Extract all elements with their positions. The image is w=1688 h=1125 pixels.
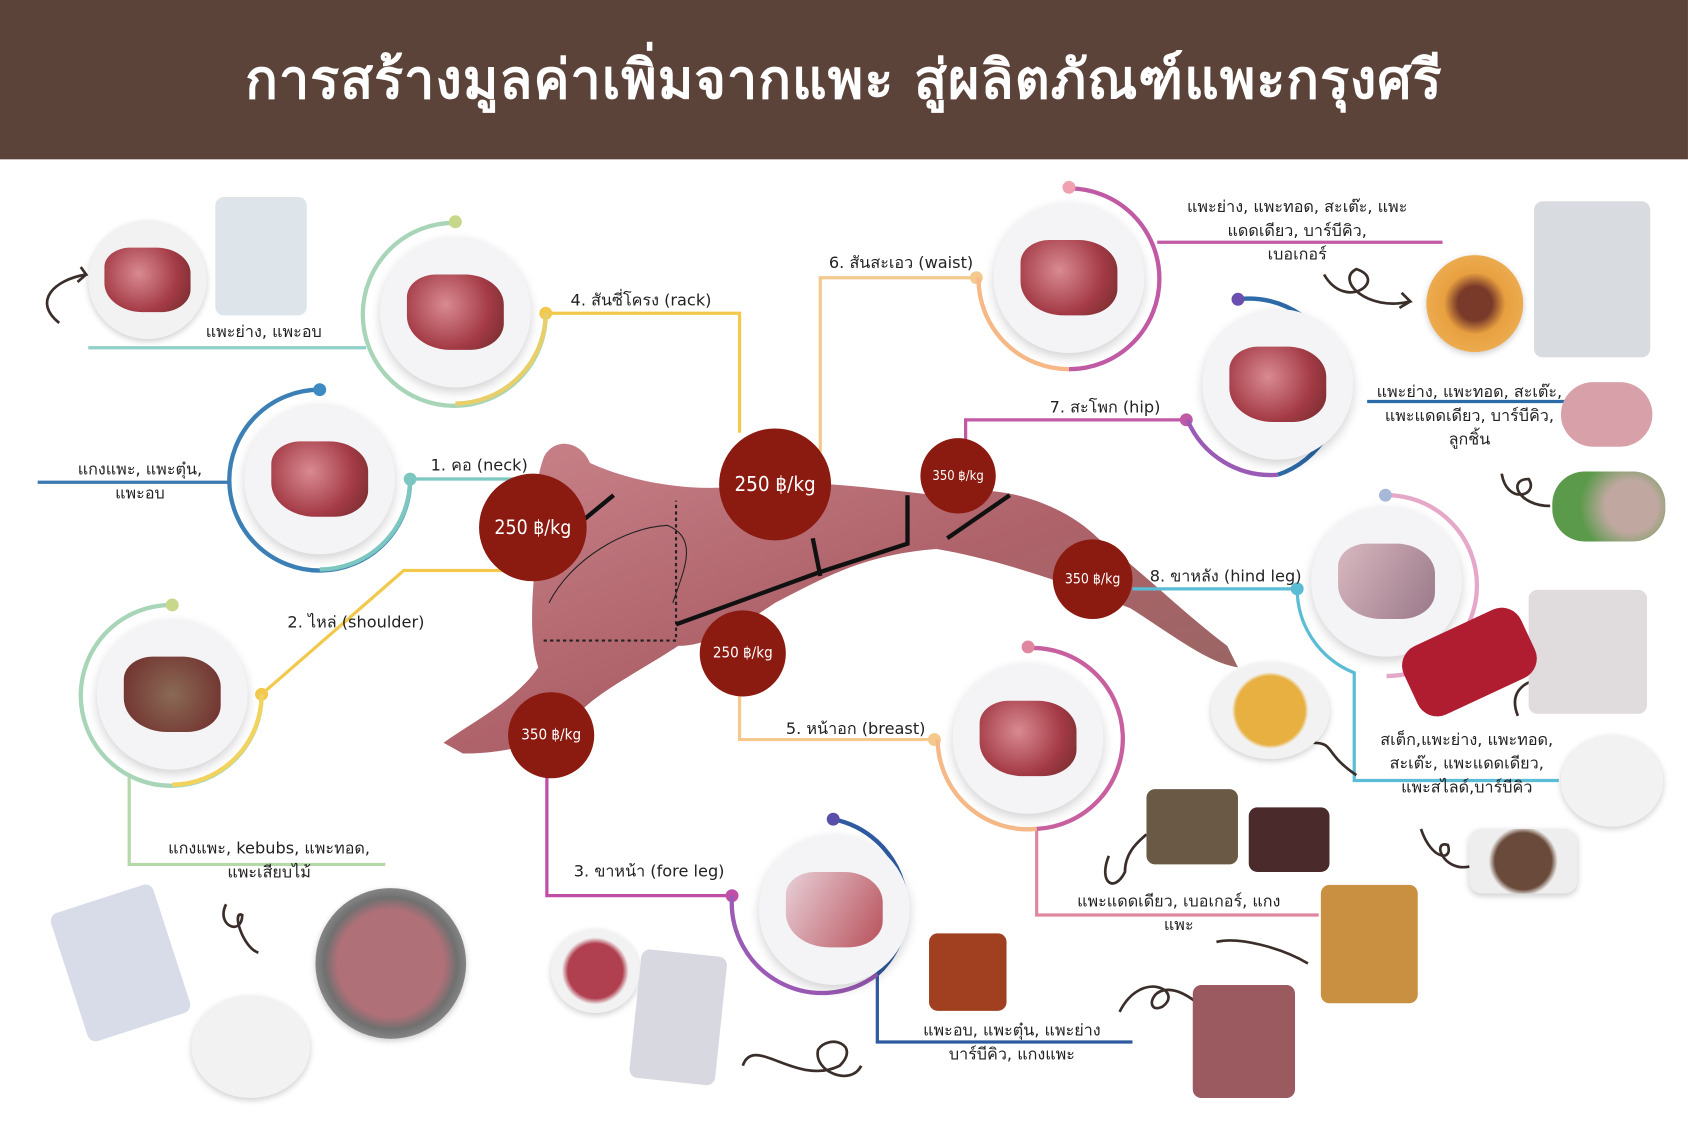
goat-carcass	[443, 443, 1238, 754]
cut-label-neck: 1. คอ (neck)	[430, 455, 528, 475]
meat-rolls-photo	[1560, 382, 1653, 447]
dishes-waist: แพะย่าง, แพะทอด, สะเต๊ะ, แพะแดดเดียว, บา…	[1186, 196, 1408, 264]
curly-arrow-icons	[45, 266, 1551, 1078]
hind-leg-package-photo	[1528, 589, 1648, 714]
rack-dish-photo	[88, 220, 207, 340]
dishes-rack: แพะย่าง, แพะอบ	[205, 321, 322, 342]
kebab-photo	[929, 933, 1007, 1011]
fore-leg-slice-photo	[551, 929, 640, 1013]
breast-cut-photo	[952, 663, 1104, 814]
dishes-shoulder: แกงแพะ, kebubs, แพะทอด,แพะเสียบไม้	[168, 838, 371, 882]
goat-soup-photo	[1469, 828, 1578, 894]
rack-cut-photo	[380, 236, 531, 388]
cut-label-fore-leg: 3. ขาหน้า (fore leg)	[573, 861, 725, 881]
waist-cut-photo	[993, 202, 1145, 354]
shoulder-cut-photo	[96, 618, 248, 770]
skewer-tray-photo	[315, 888, 467, 1039]
cut-label-rack: 4. สันซี่โครง (rack)	[570, 290, 712, 311]
fore-leg-cut-photo	[758, 834, 910, 985]
curry-packs-photo	[1320, 884, 1418, 1004]
dishes-neck: แกงแพะ, แพะตุ๋น,แพะอบ	[77, 459, 203, 503]
cut-label-waist: 6. สันสะเอว (waist)	[828, 252, 974, 273]
page-title: การสร้างมูลค่าเพิ่มจากแพะ สู่ผลิตภัณฑ์แพ…	[245, 47, 1443, 111]
header-banner: การสร้างมูลค่าเพิ่มจากแพะ สู่ผลิตภัณฑ์แพ…	[0, 0, 1688, 160]
hip-cut-photo	[1202, 308, 1354, 460]
jars-photo	[1248, 807, 1330, 872]
dishes-hip: แพะย่าง, แพะทอด, สะเต๊ะ,แพะแดดเดียว, บาร…	[1376, 382, 1563, 449]
grilled-skewers-photo	[191, 995, 311, 1099]
cut-label-breast: 5. หน้าอก (breast)	[785, 719, 926, 739]
cut-label-shoulder: 2. ไหล่ (shoulder)	[287, 612, 425, 632]
rack-package-photo	[215, 196, 307, 316]
fore-leg-package-photo	[628, 948, 728, 1087]
neck-cut-photo	[244, 403, 396, 555]
dishes-hind-leg: สเต็ก,แพะย่าง, แพะทอด,สะเต๊ะ, แพะแดดเดีย…	[1380, 729, 1554, 797]
satay-photo	[1211, 662, 1330, 759]
grilled-goat-dish-photo	[1560, 735, 1664, 827]
burger-patty-package-photo	[1534, 201, 1651, 358]
price-badge-breast: 250 ฿/kg	[699, 610, 786, 697]
dried-goat-photo	[1146, 789, 1238, 865]
cut-label-hip: 7. สะโพก (hip)	[1049, 397, 1161, 417]
meatballs-photo	[1552, 471, 1666, 542]
price-badge-neck: 250 ฿/kg	[479, 473, 587, 582]
cut-label-hind-leg: 8. ขาหลัง (hind leg)	[1149, 566, 1302, 586]
price-badge-rack: 250 ฿/kg	[719, 428, 832, 541]
dishes-breast: แพะแดดเดียว, เบอเกอร์, แกงแพะ	[1077, 891, 1281, 935]
dishes-fore-leg: แพะอบ, แพะตุ๋น, แพะย่างบาร์บีคิว, แกงแพะ	[923, 1020, 1101, 1064]
goat-meat-chunks-photo	[1192, 984, 1296, 1099]
burger-photo	[1426, 255, 1524, 353]
hind-leg-cut-photo	[1311, 505, 1462, 657]
price-badge-fore-leg: 350 ฿/kg	[508, 692, 595, 779]
price-badge-hind-leg: 350 ฿/kg	[1052, 539, 1133, 619]
price-badge-hip: 350 ฿/kg	[920, 438, 996, 514]
